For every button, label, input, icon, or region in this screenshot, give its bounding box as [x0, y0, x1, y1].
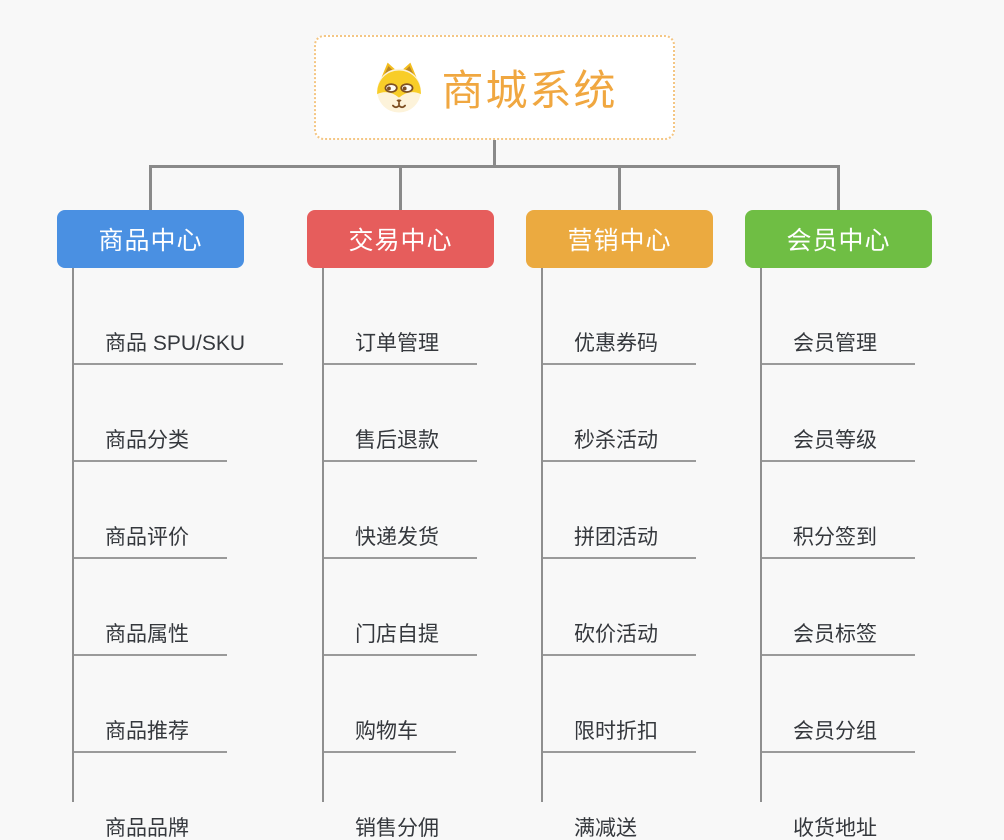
branch-member-center: 会员中心 会员管理 会员等级 积分签到 会员标签 会员分组 收货地址	[745, 210, 932, 840]
leaf-item[interactable]: 秒杀活动	[541, 365, 696, 462]
leaf-item[interactable]: 商品分类	[72, 365, 227, 462]
connector-drop-trade	[399, 165, 402, 210]
branch-children-product-center: 商品 SPU/SKU 商品分类 商品评价 商品属性 商品推荐 商品品牌	[72, 268, 284, 840]
child-rail	[760, 268, 762, 802]
child-rail	[322, 268, 324, 802]
dog-face-icon	[377, 62, 422, 112]
branch-head-trade-center[interactable]: 交易中心	[307, 210, 494, 268]
branch-children-trade-center: 订单管理 售后退款 快递发货 门店自提 购物车 销售分佣	[322, 268, 494, 840]
leaf-item[interactable]: 商品属性	[72, 559, 227, 656]
branch-head-marketing-center[interactable]: 营销中心	[526, 210, 713, 268]
branch-head-member-center[interactable]: 会员中心	[745, 210, 932, 268]
root-title: 商城系统	[441, 67, 618, 114]
connector-drop-member	[837, 165, 840, 210]
leaf-item[interactable]: 砍价活动	[541, 559, 696, 656]
branch-children-marketing-center: 优惠券码 秒杀活动 拼团活动 砍价活动 限时折扣 满减送	[541, 268, 713, 840]
leaf-item[interactable]: 商品推荐	[72, 656, 227, 753]
leaf-item[interactable]: 商品 SPU/SKU	[72, 268, 284, 365]
leaf-item[interactable]: 售后退款	[322, 365, 477, 462]
leaf-item[interactable]: 积分签到	[760, 462, 915, 559]
branch-product-center: 商品中心 商品 SPU/SKU 商品分类 商品评价 商品属性 商品推荐 商品品牌	[57, 210, 284, 840]
connector-drop-marketing	[618, 165, 621, 210]
leaf-item[interactable]: 拼团活动	[541, 462, 696, 559]
connector-bus	[149, 165, 840, 168]
leaf-item[interactable]: 商品品牌	[72, 753, 227, 840]
connector-drop-product	[149, 165, 152, 210]
connector-root-stem	[493, 140, 496, 166]
leaf-item[interactable]: 收货地址	[760, 753, 915, 840]
leaf-item[interactable]: 快递发货	[322, 462, 477, 559]
branch-head-product-center[interactable]: 商品中心	[57, 210, 244, 268]
branch-children-member-center: 会员管理 会员等级 积分签到 会员标签 会员分组 收货地址	[760, 268, 932, 840]
leaf-item[interactable]: 会员等级	[760, 365, 915, 462]
leaf-item[interactable]: 满减送	[541, 753, 675, 840]
leaf-item[interactable]: 会员管理	[760, 268, 915, 365]
child-rail	[72, 268, 74, 802]
branch-marketing-center: 营销中心 优惠券码 秒杀活动 拼团活动 砍价活动 限时折扣 满减送	[526, 210, 713, 840]
leaf-item[interactable]: 销售分佣	[322, 753, 477, 840]
leaf-item[interactable]: 限时折扣	[541, 656, 696, 753]
leaf-item[interactable]: 会员标签	[760, 559, 915, 656]
leaf-item[interactable]: 订单管理	[322, 268, 477, 365]
branch-trade-center: 交易中心 订单管理 售后退款 快递发货 门店自提 购物车 销售分佣	[307, 210, 494, 840]
leaf-item[interactable]: 优惠券码	[541, 268, 696, 365]
leaf-item[interactable]: 商品评价	[72, 462, 227, 559]
root-node[interactable]: 商城系统	[314, 35, 675, 140]
leaf-item[interactable]: 购物车	[322, 656, 456, 753]
child-rail	[541, 268, 543, 802]
leaf-item[interactable]: 会员分组	[760, 656, 915, 753]
leaf-item[interactable]: 门店自提	[322, 559, 477, 656]
